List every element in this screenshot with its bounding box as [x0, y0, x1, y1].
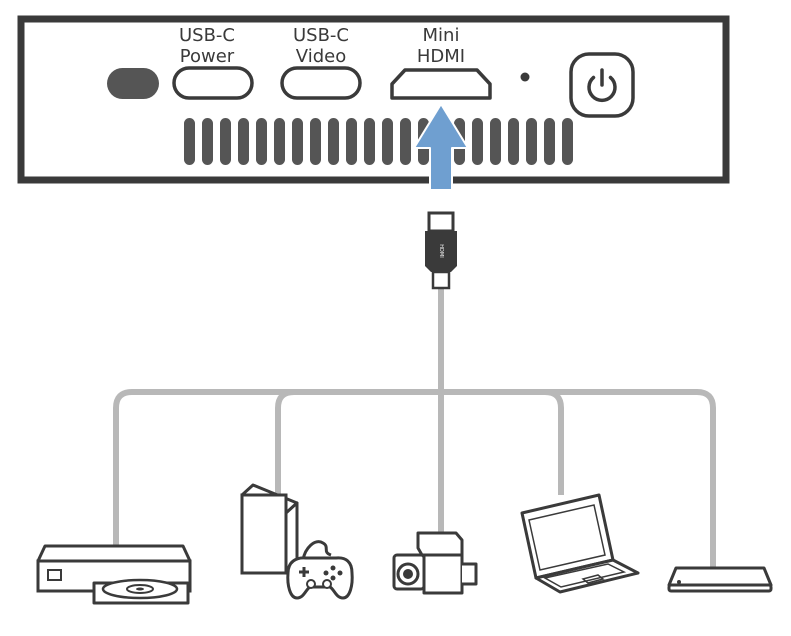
projector-rear-panel: USB-C Power USB-C Video Mini HDMI: [17, 15, 730, 191]
vent-slot: [274, 118, 285, 165]
connection-arrow: [413, 103, 469, 191]
usb-c-video-label-line2: Video: [296, 46, 346, 67]
vent-slot: [364, 118, 375, 165]
vent-slot: [490, 118, 501, 165]
ir-sensor: [107, 68, 159, 99]
vent-slot: [472, 118, 483, 165]
vent-slot: [382, 118, 393, 165]
cable-branch-right: [441, 389, 716, 568]
usb-c-video-socket: [280, 66, 362, 100]
vent-slot: [562, 118, 573, 165]
vent-slot: [310, 118, 321, 165]
hdmi-plug: HDMI: [425, 211, 457, 290]
dvd-player-icon: [36, 544, 192, 605]
usb-c-video-port: USB-C Video: [280, 25, 362, 100]
camcorder-icon: [392, 531, 478, 595]
laptop-icon: [520, 493, 640, 594]
vent-slot: [346, 118, 357, 165]
vent-slot: [292, 118, 303, 165]
usb-c-power-port: USB-C Power: [172, 25, 254, 100]
set-top-box-icon: [667, 566, 773, 593]
vent-slot: [256, 118, 267, 165]
game-console-icon: [240, 483, 354, 600]
vent-slot: [328, 118, 339, 165]
vent-slot: [202, 118, 213, 165]
vent-slot: [220, 118, 231, 165]
vent-slot: [238, 118, 249, 165]
hdmi-cable: HDMI: [113, 211, 716, 568]
mini-hdmi-label-line1: Mini: [423, 25, 460, 46]
cable-branch-left: [113, 389, 441, 548]
mini-hdmi-socket: [390, 68, 492, 100]
mini-hdmi-port: Mini HDMI: [390, 25, 492, 100]
hdmi-plug-text: HDMI: [438, 244, 444, 257]
power-icon: [587, 68, 617, 103]
mini-hdmi-label-line2: HDMI: [417, 46, 465, 67]
vent-slot: [400, 118, 411, 165]
vent-slot: [526, 118, 537, 165]
vent-slot: [544, 118, 555, 165]
usb-c-power-label-line1: USB-C: [179, 25, 235, 46]
usb-c-power-socket: [172, 66, 254, 100]
vent-slot: [508, 118, 519, 165]
cable-branch-second: [275, 389, 295, 502]
usb-c-power-label-line2: Power: [180, 46, 235, 67]
usb-c-video-label-line1: USB-C: [293, 25, 349, 46]
led-indicator: [520, 72, 530, 82]
cable-branch-fourth: [544, 389, 564, 495]
power-button: [569, 52, 635, 118]
vent-slot: [184, 118, 195, 165]
